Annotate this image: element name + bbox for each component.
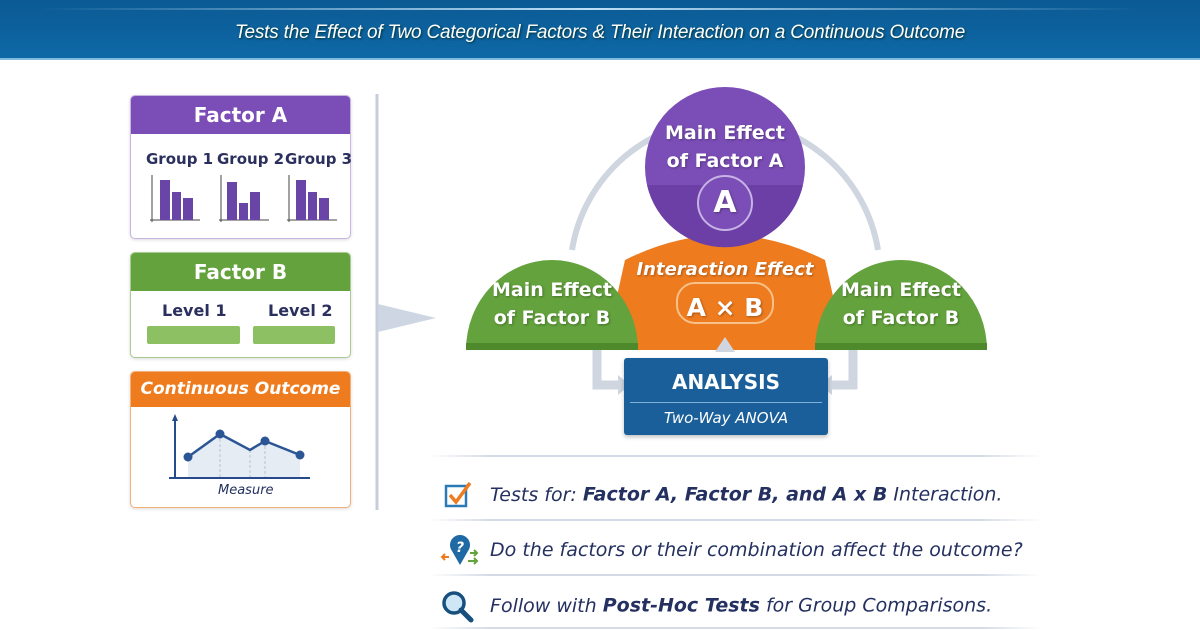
note-post-hoc: Follow with Post-Hoc Tests for Group Com… (440, 589, 992, 623)
up-arrow-icon (715, 337, 735, 352)
outcome-title: Continuous Outcome (131, 372, 350, 407)
analysis-box: ANALYSIS Two-Way ANOVA (624, 358, 828, 435)
a-badge-label: A (713, 185, 737, 220)
magnifier-icon (442, 591, 474, 623)
left-arrow (592, 350, 620, 390)
level-1-bar (147, 326, 240, 344)
separator (428, 519, 1042, 521)
axb-badge (676, 282, 774, 324)
factor-b-title: Factor B (131, 253, 350, 291)
interaction-title: Interaction Effect (636, 259, 814, 280)
banner-divider (40, 8, 1140, 10)
level-2-label: Level 2 (268, 301, 333, 320)
right-arrow (830, 350, 858, 390)
separator (428, 455, 1042, 457)
separator (428, 627, 1042, 629)
group-1-label: Group 1 (146, 150, 214, 168)
main-b-left-line1: Main Effect (492, 279, 612, 301)
main-b-right-shape (815, 260, 987, 350)
main-a-line1: Main Effect (665, 122, 785, 144)
axb-label: A × B (686, 293, 764, 322)
level-2-bar (253, 326, 335, 344)
analysis-title: ANALYSIS (671, 370, 781, 394)
group-2-label: Group 2 (217, 150, 285, 168)
axis-arrow-icon (172, 414, 178, 421)
main-a-line2: of Factor A (666, 150, 784, 172)
main-b-right-line1: Main Effect (841, 279, 961, 301)
factor-a-title: Factor A (131, 96, 350, 134)
group-1-chart (150, 175, 200, 222)
group-bar-charts (150, 175, 337, 222)
note-tests-for: Tests for: Factor A, Factor B, and A x B… (440, 480, 1002, 510)
measure-label: Measure (218, 483, 274, 498)
checkbox-icon (444, 481, 472, 508)
group-3-chart (287, 175, 337, 222)
svg-text:?: ? (456, 540, 464, 556)
group-3-label: Group 3 (285, 150, 353, 168)
flow-divider (375, 94, 436, 510)
pointer-arrow-icon (378, 304, 436, 332)
outcome-line-chart (169, 414, 310, 479)
question-location-icon: ? (440, 535, 479, 565)
banner-subtitle: Tests the Effect of Two Categorical Fact… (234, 22, 966, 43)
factor-b-card: Factor B (130, 252, 351, 358)
header-banner: Tests the Effect of Two Categorical Fact… (0, 0, 1200, 60)
group-2-chart (219, 175, 269, 222)
analysis-subtitle: Two-Way ANOVA (663, 409, 789, 427)
main-b-left-shape (466, 260, 638, 350)
main-b-left-line2: of Factor B (493, 307, 611, 329)
outcome-card: Continuous Outcome (130, 371, 351, 508)
a-badge (697, 175, 753, 231)
outcome-line (187, 432, 301, 459)
effects-diagram (466, 87, 987, 395)
separator (428, 574, 1042, 576)
level-1-label: Level 1 (162, 301, 227, 320)
note-question: ? Do the factors or their combination af… (440, 533, 1023, 567)
main-b-right-line2: of Factor B (842, 307, 960, 329)
